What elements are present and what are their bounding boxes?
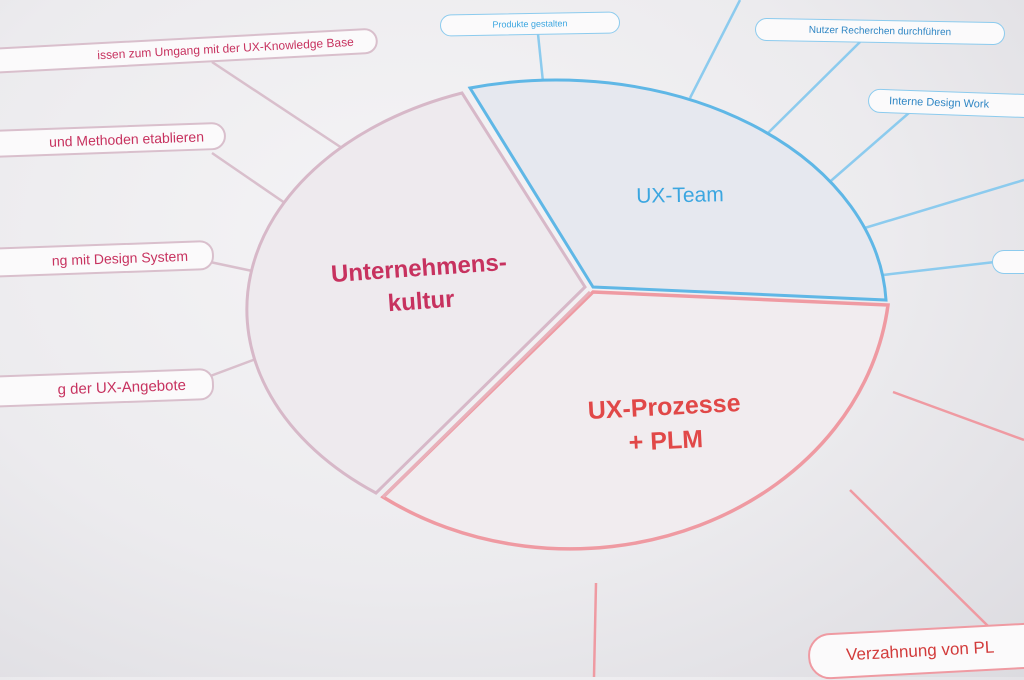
team-title: UX-Team	[636, 183, 724, 208]
connector-line	[824, 111, 911, 187]
team-node-partial[interactable]	[992, 250, 1024, 274]
connector-line	[211, 60, 349, 154]
connector-line	[765, 41, 861, 136]
node-label: Nutzer Recherchen durchführen	[808, 24, 952, 39]
node-label: und Methoden etablieren	[48, 128, 205, 150]
node-label: Interne Design Work	[888, 95, 990, 111]
connector-line	[849, 489, 991, 629]
node-label: Produkte gestalten	[492, 18, 568, 30]
team-node-nutzer-recherchen[interactable]: Nutzer Recherchen durchführen	[754, 17, 1006, 46]
node-label: g der UX-Angebote	[57, 376, 187, 398]
team-node-produkte[interactable]: Produkte gestalten	[439, 11, 621, 37]
connector-line	[688, 0, 742, 99]
connector-line	[892, 390, 1024, 442]
node-label: ng mit Design System	[51, 247, 189, 269]
connector-line	[592, 582, 598, 677]
culture-segment[interactable]	[245, 91, 587, 495]
process-title: UX-Prozesse + PLM	[543, 384, 786, 464]
connector-line	[857, 178, 1024, 232]
process-segment[interactable]	[380, 290, 890, 551]
process-divider	[381, 290, 592, 499]
connector-line	[536, 33, 545, 83]
team-segment[interactable]	[467, 78, 888, 302]
connector-line	[882, 260, 996, 277]
team-connectors	[536, 0, 1024, 277]
process-connectors	[592, 390, 1024, 677]
node-label: Verzahnung von PL	[845, 637, 995, 665]
